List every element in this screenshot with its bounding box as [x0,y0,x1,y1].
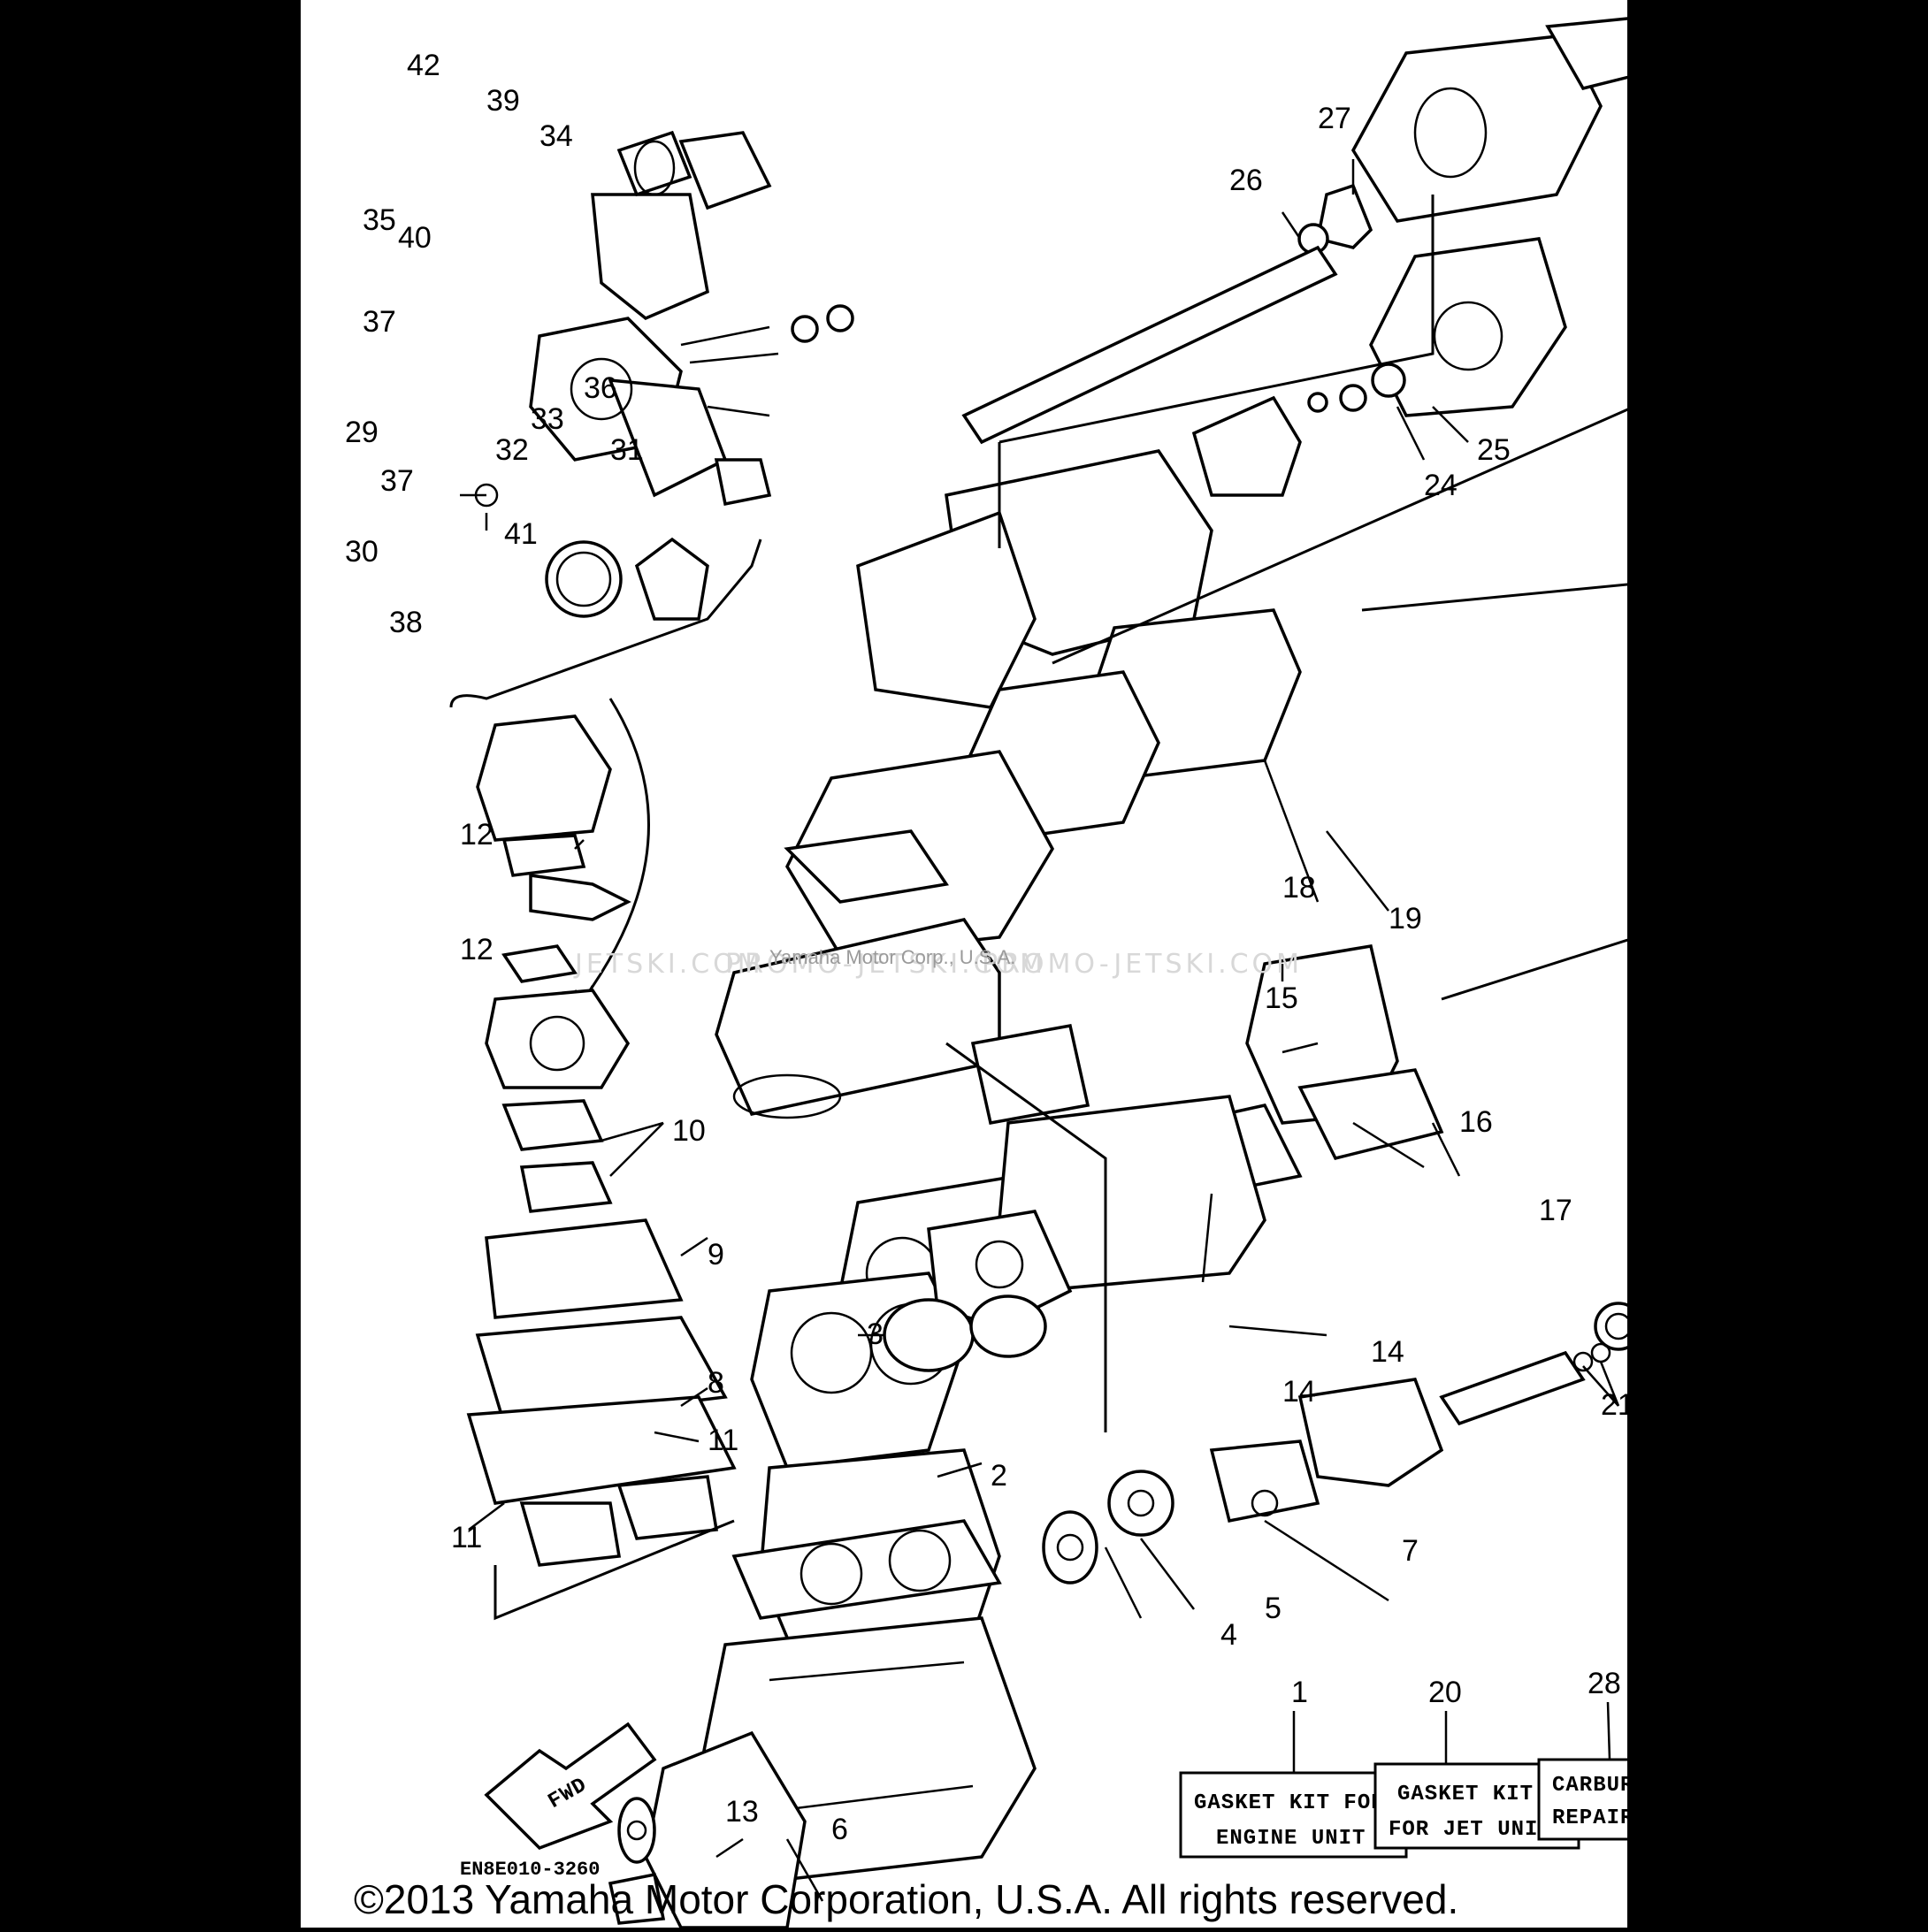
callout-40: 40 [398,221,432,255]
watermark-left: JETSKI.COM [573,949,764,980]
kit-1-line2: ENGINE UNIT [1216,1827,1366,1851]
callout-24: 24 [1424,469,1457,502]
callout-14-right: 14 [1371,1335,1404,1369]
callout-11-right: 11 [708,1424,738,1457]
callout-21: 21 [1601,1388,1627,1422]
kit-28-number: 28 [1588,1667,1621,1700]
carburetor-pointer-curve [582,698,650,1000]
callout-30: 30 [345,535,379,569]
callout-16: 16 [1459,1105,1493,1139]
copyright-svg: ©2013 Yamaha Motor Corporation, U.S.A. A… [354,1876,1458,1922]
jet-seal-box [1052,408,1627,665]
callout-32: 32 [495,433,529,467]
callout-10: 10 [672,1114,706,1148]
callout-25: 25 [1477,433,1511,467]
callout-5: 5 [1265,1592,1282,1625]
kit-1-box [1179,1771,1408,1859]
callout-34: 34 [539,119,573,153]
callout-9: 9 [708,1238,724,1271]
callout-4: 4 [1220,1618,1237,1652]
callout-29: 29 [345,416,379,449]
kit-gasket-engine: 1 GASKET KIT FOR ENGINE UNIT [1179,1676,1408,1859]
callout-19: 19 [1389,902,1422,935]
watermark-row: JETSKI.COM PROMO-JETSKI.COM PROMO-JETSKI… [573,946,1303,980]
kit-carburetor: 28 CARBURETOR REPAIR KIT [1537,1667,1627,1841]
kit-28-box [1537,1758,1627,1841]
carburetor-assembly [460,130,854,621]
callout-18: 18 [1282,871,1316,905]
kit-28-line1: CARBURETOR [1552,1774,1627,1798]
part-code: EN8E010-3260 [460,1859,600,1881]
callout-31: 31 [610,433,644,467]
callout-8: 8 [708,1366,724,1400]
kit-20-line2: FOR JET UNIT [1389,1818,1552,1842]
engine-box-left [493,1519,735,1621]
callout-13: 13 [725,1795,759,1829]
kit-28-line2: REPAIR KIT [1552,1806,1627,1830]
watermark-overlay: Yamaha Motor Corp., U.S.A. [769,946,1015,968]
callout-42: 42 [407,49,440,82]
callout-38: 38 [389,606,423,639]
callout-11-left: 11 [451,1521,482,1554]
callout-39: 39 [486,84,520,118]
copyright-bar: ©2013 Yamaha Motor Corporation, U.S.A. A… [354,1875,1592,1928]
exploded-parts-diagram: FWD 42 39 34 35 40 37 36 33 32 31 29 37 … [345,17,1627,1928]
jet-pump-assembly [856,17,1627,709]
exhaust-box [1361,583,1627,1001]
callout-36: 36 [584,371,617,405]
callout-37-top: 37 [363,305,396,339]
engine-box-right [945,1042,1107,1432]
kit-20-number: 20 [1428,1676,1462,1709]
callout-26: 26 [1229,164,1263,197]
watermark-center: PROMO-JETSKI.COM [725,949,1046,980]
leader-lines [468,159,1620,1902]
exhaust-system [715,608,1444,1293]
diagram-sheet: FWD 42 39 34 35 40 37 36 33 32 31 29 37 … [301,0,1627,1928]
callout-27: 27 [1318,102,1351,135]
jet-unit-box [998,195,1435,548]
crankshaft-assembly [883,1210,1627,1585]
callout-35: 35 [363,203,396,237]
callout-17: 17 [1539,1194,1572,1227]
callout-14-left: 14 [1282,1375,1316,1409]
callout-41: 41 [504,517,538,551]
copyright: ©2013 Yamaha Motor Corporation, U.S.A. A… [354,1876,1458,1922]
callout-2: 2 [991,1459,1007,1493]
kit-20-line1: GASKET KIT [1397,1783,1534,1806]
carburetor-group-bracket [449,538,762,708]
callout-15: 15 [1265,981,1298,1015]
kit-1-number: 1 [1291,1676,1308,1709]
callout-numbers: 42 39 34 35 40 37 36 33 32 31 29 37 30 4… [345,49,1627,1846]
callout-6: 6 [831,1813,848,1846]
callout-37-bottom: 37 [380,464,414,498]
callout-12-top: 12 [460,818,493,851]
callout-33: 33 [531,402,564,436]
forward-arrow: FWD [484,1722,657,1851]
kit-1-line1: GASKET KIT FOR [1194,1791,1385,1815]
watermark-right: PROMO-JETSKI.COM [982,949,1303,980]
callout-3: 3 [867,1317,884,1351]
callout-12-bottom: 12 [460,933,493,966]
intake-stack [466,714,737,1567]
callout-7: 7 [1402,1534,1419,1568]
magneto-cover [608,1730,807,1928]
